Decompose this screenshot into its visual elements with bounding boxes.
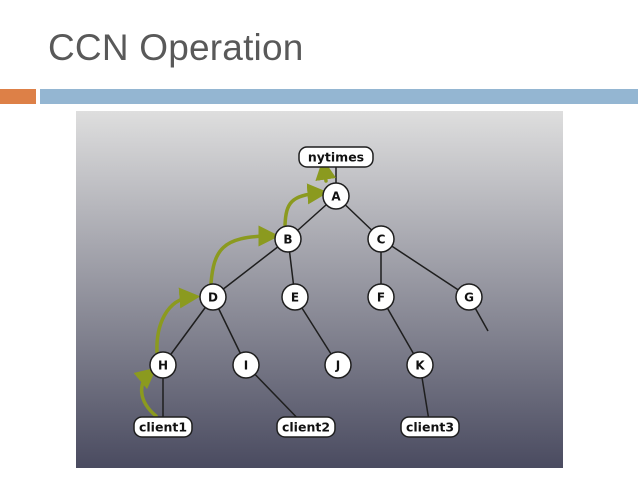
- slide-title: CCN Operation: [48, 27, 304, 68]
- node-e: E: [281, 283, 309, 311]
- ccn-tree-diagram: nytimes A B C D E F G: [76, 111, 563, 468]
- node-c-label: C: [377, 233, 386, 247]
- node-client3: client3: [400, 416, 460, 438]
- node-f-label: F: [377, 291, 385, 305]
- node-j: J: [324, 351, 352, 379]
- interest-arrow-client1-h: [133, 367, 158, 418]
- node-j-label: J: [335, 359, 340, 373]
- node-client3-label: client3: [406, 420, 454, 435]
- node-g: G: [455, 283, 483, 311]
- node-g-label: G: [464, 291, 474, 305]
- interest-arrow-h-d: [155, 287, 201, 354]
- node-client1-label: client1: [139, 420, 187, 435]
- node-nytimes-label: nytimes: [308, 150, 364, 165]
- interest-arrow-a-nytimes: [315, 158, 337, 183]
- node-c: C: [367, 225, 395, 253]
- interest-arrow-b-a: [283, 183, 329, 227]
- node-i-label: I: [244, 359, 248, 373]
- node-nytimes: nytimes: [298, 146, 374, 168]
- node-i: I: [232, 351, 260, 379]
- node-d: D: [199, 283, 227, 311]
- node-b: B: [274, 225, 302, 253]
- node-d-label: D: [208, 291, 218, 305]
- node-k-label: K: [415, 359, 425, 373]
- edge-b-d: [212, 238, 289, 298]
- node-e-label: E: [291, 291, 299, 305]
- node-b-label: B: [283, 233, 292, 247]
- accent-bar-blue: [40, 89, 638, 104]
- node-f: F: [367, 283, 395, 311]
- node-a-label: A: [331, 190, 341, 204]
- edge-c-g: [380, 238, 470, 298]
- interest-path: [133, 158, 337, 418]
- interest-arrow-d-b: [209, 225, 280, 285]
- edge-d-h: [162, 296, 214, 366]
- accent-bar-orange: [0, 89, 36, 104]
- node-k: K: [406, 351, 434, 379]
- node-a: A: [322, 182, 350, 210]
- node-client2-label: client2: [282, 420, 330, 435]
- node-h-label: H: [158, 359, 168, 373]
- node-client1: client1: [133, 416, 193, 438]
- node-h: H: [149, 351, 177, 379]
- node-client2: client2: [276, 416, 336, 438]
